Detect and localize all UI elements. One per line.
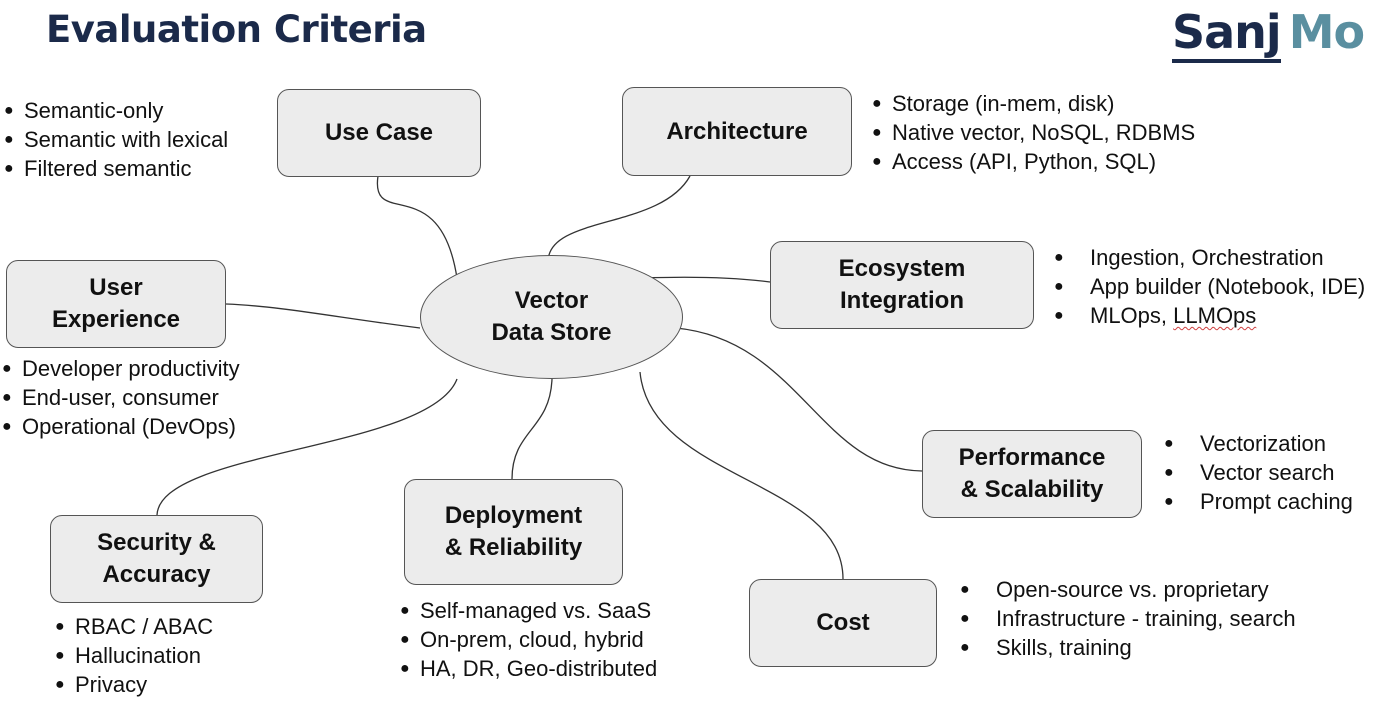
- connector-security: [156, 378, 458, 516]
- connector-performance: [675, 327, 923, 472]
- node-architecture: Architecture: [622, 87, 852, 176]
- list-item: Prompt caching: [1160, 487, 1353, 516]
- list-item: Ingestion, Orchestration: [1050, 243, 1365, 272]
- list-performance-scalability: Vectorization Vector search Prompt cachi…: [1160, 429, 1353, 516]
- list-item: Filtered semantic: [4, 154, 228, 183]
- page-title: Evaluation Criteria: [46, 8, 427, 51]
- list-item: Privacy: [55, 670, 213, 699]
- list-item: Infrastructure - training, search: [956, 604, 1296, 633]
- list-deployment-reliability: Self-managed vs. SaaS On-prem, cloud, hy…: [400, 596, 657, 683]
- list-item: HA, DR, Geo-distributed: [400, 654, 657, 683]
- connector-architecture: [547, 175, 691, 263]
- list-item-text: MLOps,: [1090, 303, 1174, 328]
- node-performance-scalability: Performance & Scalability: [922, 430, 1142, 518]
- list-security-accuracy: RBAC / ABAC Hallucination Privacy: [55, 612, 213, 699]
- node-deployment-reliability: Deployment & Reliability: [404, 479, 623, 585]
- list-user-experience: Developer productivity End-user, consume…: [2, 354, 240, 441]
- node-use-case: Use Case: [277, 89, 481, 177]
- list-item: End-user, consumer: [2, 383, 240, 412]
- list-item: Vectorization: [1160, 429, 1353, 458]
- list-item: On-prem, cloud, hybrid: [400, 625, 657, 654]
- logo-text-primary: Sanj: [1172, 5, 1282, 63]
- list-item: App builder (Notebook, IDE): [1050, 272, 1365, 301]
- node-cost: Cost: [749, 579, 937, 667]
- connector-deployment: [511, 378, 553, 480]
- connector-cost: [639, 371, 844, 580]
- list-item: Native vector, NoSQL, RDBMS: [872, 118, 1195, 147]
- connector-use-case: [376, 175, 458, 279]
- list-item: Skills, training: [956, 633, 1296, 662]
- list-ecosystem-integration: Ingestion, Orchestration App builder (No…: [1050, 243, 1365, 330]
- logo-text-accent: Mo: [1288, 5, 1365, 59]
- list-architecture: Storage (in-mem, disk) Native vector, No…: [872, 89, 1195, 176]
- node-ecosystem-integration: Ecosystem Integration: [770, 241, 1034, 329]
- list-item: MLOps, LLMOps: [1050, 301, 1365, 330]
- node-security-accuracy: Security & Accuracy: [50, 515, 263, 603]
- hub-vector-data-store: Vector Data Store: [420, 255, 683, 379]
- list-item: Operational (DevOps): [2, 412, 240, 441]
- connector-user-experience: [225, 303, 421, 329]
- connector-ecosystem: [641, 276, 771, 283]
- list-item: Access (API, Python, SQL): [872, 147, 1195, 176]
- list-item: Open-source vs. proprietary: [956, 575, 1296, 604]
- list-item: Vector search: [1160, 458, 1353, 487]
- list-item: Semantic with lexical: [4, 125, 228, 154]
- node-user-experience: User Experience: [6, 260, 226, 348]
- spellcheck-flagged-word: LLMOps: [1173, 303, 1257, 328]
- list-item: RBAC / ABAC: [55, 612, 213, 641]
- list-item: Hallucination: [55, 641, 213, 670]
- list-cost: Open-source vs. proprietary Infrastructu…: [956, 575, 1296, 662]
- list-use-case: Semantic-only Semantic with lexical Filt…: [4, 96, 228, 183]
- list-item: Semantic-only: [4, 96, 228, 125]
- list-item: Self-managed vs. SaaS: [400, 596, 657, 625]
- list-item: Storage (in-mem, disk): [872, 89, 1195, 118]
- list-item: Developer productivity: [2, 354, 240, 383]
